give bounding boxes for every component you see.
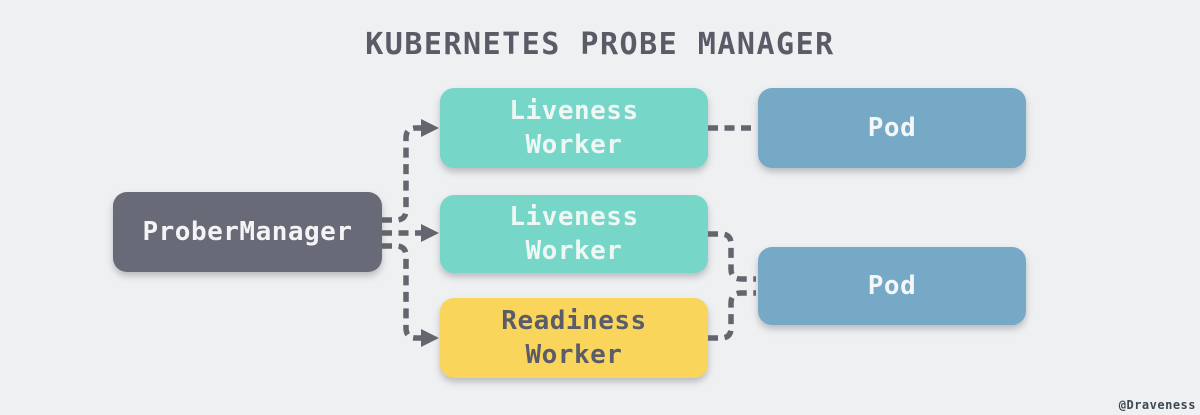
node-liveness-worker-1-label: Liveness Worker bbox=[509, 96, 639, 160]
edge-readiness-worker-to-pod-2 bbox=[708, 290, 756, 341]
node-liveness-worker-2-label: Liveness Worker bbox=[509, 202, 639, 266]
arrowhead-liveness-worker-1 bbox=[421, 119, 439, 137]
node-pod-2-label: Pod bbox=[867, 271, 917, 301]
edge-prober-to-readiness-worker bbox=[382, 243, 421, 341]
node-liveness-worker-2: Liveness Worker bbox=[440, 195, 708, 273]
edge-liveness-worker-2-to-pod-2 bbox=[708, 231, 756, 282]
node-prober-manager-label: ProberManager bbox=[142, 217, 353, 247]
node-pod-2: Pod bbox=[758, 247, 1026, 325]
node-prober-manager: ProberManager bbox=[113, 192, 382, 272]
arrowhead-readiness-worker bbox=[421, 329, 439, 347]
node-liveness-worker-1: Liveness Worker bbox=[440, 88, 708, 168]
node-pod-1-label: Pod bbox=[867, 113, 917, 143]
arrowhead-liveness-worker-2 bbox=[421, 224, 439, 242]
node-readiness-worker: Readiness Worker bbox=[440, 298, 708, 378]
author-watermark: @Draveness bbox=[1118, 398, 1196, 412]
node-readiness-worker-label: Readiness Worker bbox=[501, 306, 647, 370]
node-pod-1: Pod bbox=[758, 88, 1026, 168]
diagram-title: KUBERNETES PROBE MANAGER bbox=[365, 27, 835, 62]
edge-prober-to-liveness-worker-1 bbox=[382, 125, 421, 223]
